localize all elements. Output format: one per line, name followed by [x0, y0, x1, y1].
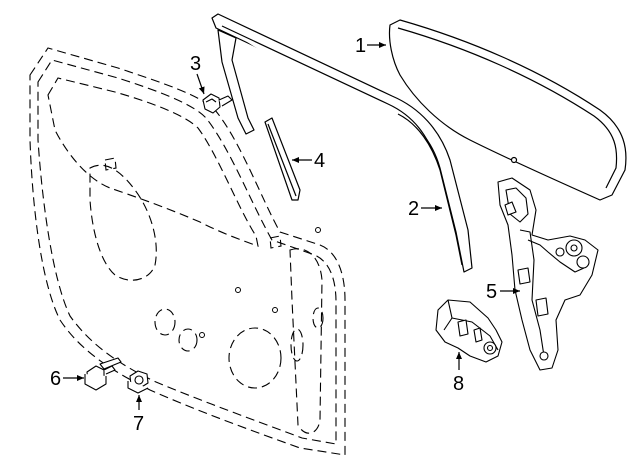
callout-number-1: 1	[355, 35, 366, 57]
flange-bolt	[84, 357, 122, 391]
window-motor	[435, 299, 503, 363]
callout-number-4: 4	[314, 150, 325, 172]
callout-1: 1	[355, 35, 386, 57]
callout-2: 2	[408, 198, 442, 220]
callout-number-2: 2	[408, 198, 419, 220]
glass-run-channel	[211, 13, 473, 273]
window-regulator	[497, 177, 599, 371]
callout-5: 5	[486, 281, 520, 303]
callout-8: 8	[453, 352, 464, 395]
callout-6: 6	[50, 368, 84, 390]
door-inner-panel	[29, 47, 346, 456]
nut	[127, 370, 149, 394]
callout-3: 3	[190, 53, 205, 95]
callout-7: 7	[133, 395, 144, 435]
door-glass	[388, 19, 627, 201]
division-bar-seal	[264, 117, 301, 201]
door-panel-holes	[199, 227, 321, 338]
callout-number-7: 7	[133, 413, 144, 435]
callout-number-8: 8	[453, 373, 464, 395]
leader-arrow-3	[196, 73, 205, 95]
callouts: 1 2 3 4 5 6 7 8	[50, 35, 520, 435]
callout-number-6: 6	[50, 368, 61, 390]
callout-number-5: 5	[486, 281, 497, 303]
callout-number-3: 3	[190, 53, 201, 75]
callout-4: 4	[292, 150, 325, 172]
bolt	[202, 93, 233, 114]
